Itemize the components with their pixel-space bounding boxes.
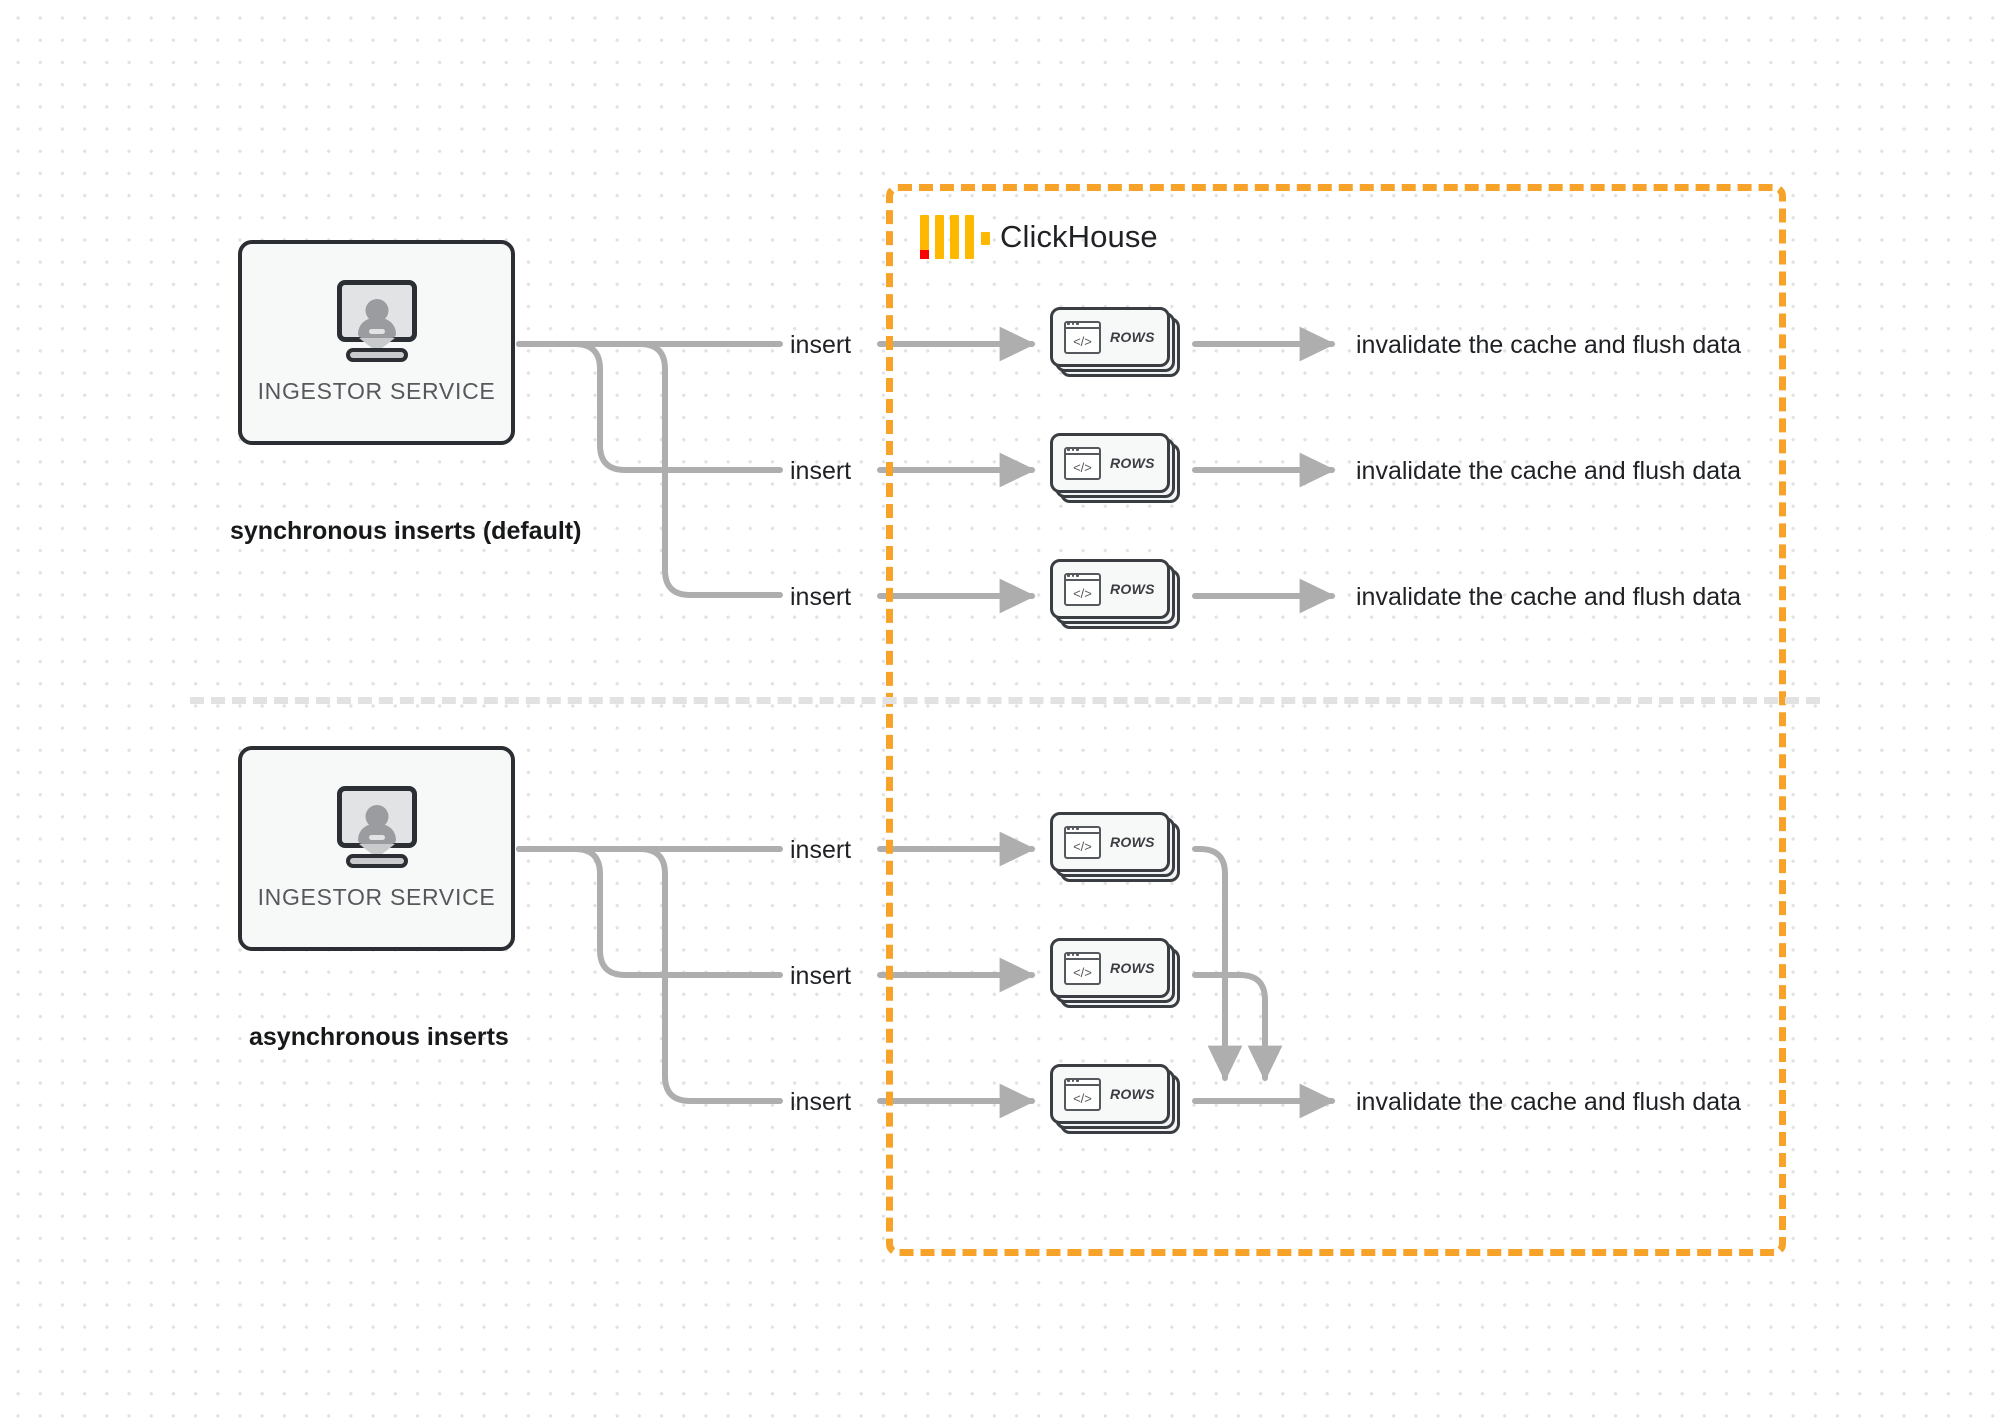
- insert-label-sync-3: insert: [790, 583, 852, 611]
- clickhouse-boundary: [886, 184, 1786, 1256]
- ingestor-service-sync[interactable]: INGESTOR SERVICE: [238, 240, 515, 445]
- code-glyph: </>: [1073, 460, 1092, 475]
- flush-label-sync-1: invalidate the cache and flush data: [1356, 331, 1741, 359]
- rows-card-async-1[interactable]: </> ROWS: [1050, 812, 1180, 882]
- code-window-icon: </>: [1064, 825, 1101, 859]
- insert-label-async-1: insert: [790, 836, 852, 864]
- rows-card-label: ROWS: [1110, 455, 1155, 471]
- caption-synchronous-inserts: synchronous inserts (default): [230, 517, 582, 545]
- flush-label-sync-2: invalidate the cache and flush data: [1356, 457, 1741, 485]
- rows-card-sync-1[interactable]: </> ROWS: [1050, 307, 1180, 377]
- code-glyph: </>: [1073, 586, 1092, 601]
- edge-sync-trunk-2: [516, 341, 783, 473]
- flush-label-async-merged: invalidate the cache and flush data: [1356, 1088, 1741, 1116]
- rows-card-label: ROWS: [1110, 960, 1155, 976]
- rows-card-label: ROWS: [1110, 1086, 1155, 1102]
- edge-sync-trunk-3: [516, 341, 783, 598]
- edge-async-trunk-2: [516, 846, 783, 978]
- rows-card-sync-3[interactable]: </> ROWS: [1050, 559, 1180, 629]
- clickhouse-logo-icon: [920, 215, 990, 259]
- insert-label-async-2: insert: [790, 962, 852, 990]
- section-divider: [190, 697, 1820, 704]
- monitor-user-icon: [333, 280, 421, 362]
- code-window-icon: </>: [1064, 320, 1101, 354]
- code-window-icon: </>: [1064, 951, 1101, 985]
- code-window-icon: </>: [1064, 1077, 1101, 1111]
- ingestor-service-async[interactable]: INGESTOR SERVICE: [238, 746, 515, 951]
- rows-card-async-2[interactable]: </> ROWS: [1050, 938, 1180, 1008]
- ingestor-service-label: INGESTOR SERVICE: [257, 884, 496, 910]
- clickhouse-name: ClickHouse: [1000, 219, 1158, 254]
- rows-card-label: ROWS: [1110, 581, 1155, 597]
- code-glyph: </>: [1073, 839, 1092, 854]
- rows-card-sync-2[interactable]: </> ROWS: [1050, 433, 1180, 503]
- code-glyph: </>: [1073, 334, 1092, 349]
- code-glyph: </>: [1073, 965, 1092, 980]
- caption-asynchronous-inserts: asynchronous inserts: [249, 1023, 509, 1051]
- monitor-user-icon: [333, 786, 421, 868]
- clickhouse-header: ClickHouse: [920, 215, 1158, 259]
- code-glyph: </>: [1073, 1091, 1092, 1106]
- ingestor-service-label: INGESTOR SERVICE: [257, 378, 496, 404]
- insert-label-async-3: insert: [790, 1088, 852, 1116]
- code-window-icon: </>: [1064, 446, 1101, 480]
- flush-label-sync-3: invalidate the cache and flush data: [1356, 583, 1741, 611]
- insert-label-sync-1: insert: [790, 331, 852, 359]
- rows-card-label: ROWS: [1110, 834, 1155, 850]
- rows-card-async-3[interactable]: </> ROWS: [1050, 1064, 1180, 1134]
- insert-label-sync-2: insert: [790, 457, 852, 485]
- rows-card-label: ROWS: [1110, 329, 1155, 345]
- edge-async-trunk-3: [516, 846, 783, 1104]
- code-window-icon: </>: [1064, 572, 1101, 606]
